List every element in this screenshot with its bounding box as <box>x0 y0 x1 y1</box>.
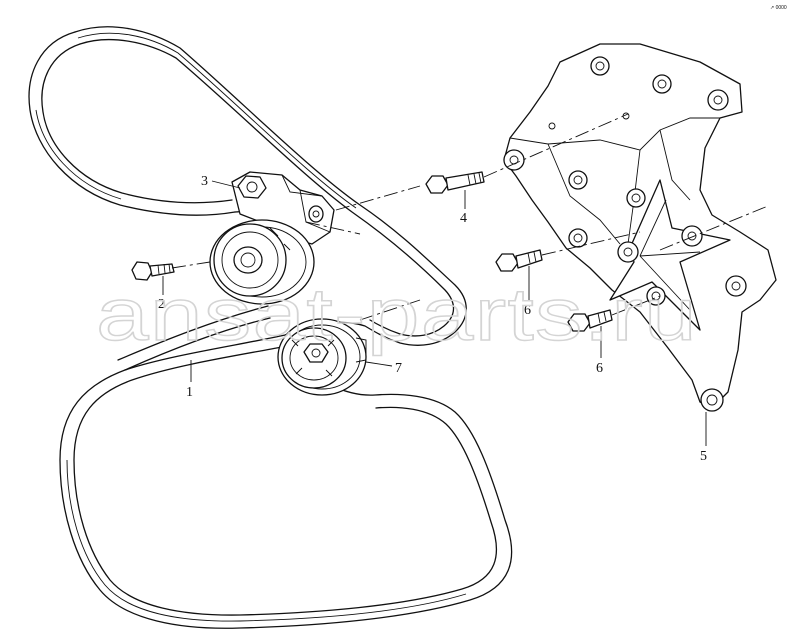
callout-6-lower: 6 <box>596 361 603 376</box>
leader-lines <box>162 180 707 446</box>
tensioner-assembly <box>209 171 335 305</box>
watermark-text: ansat-parts.ru <box>96 273 698 356</box>
callout-7: 7 <box>395 361 402 376</box>
corner-mark: ↗ 0000 <box>770 5 787 11</box>
bolt-6-upper <box>495 249 543 272</box>
drive-belt <box>28 26 513 629</box>
callout-2: 2 <box>158 297 165 312</box>
bolt-4 <box>425 171 485 194</box>
bolt-2 <box>131 261 175 281</box>
callout-5: 5 <box>700 449 707 464</box>
callout-3: 3 <box>201 174 208 189</box>
bolt-6-lower <box>567 309 613 332</box>
assembly-centerlines <box>171 113 769 321</box>
callout-4: 4 <box>460 211 467 226</box>
callout-6-upper: 6 <box>524 303 531 318</box>
idler-pulley <box>277 318 367 396</box>
accessory-bracket <box>503 43 777 412</box>
callout-labels: 3 2 1 4 6 6 5 7 <box>158 174 707 464</box>
callout-1: 1 <box>186 385 193 400</box>
